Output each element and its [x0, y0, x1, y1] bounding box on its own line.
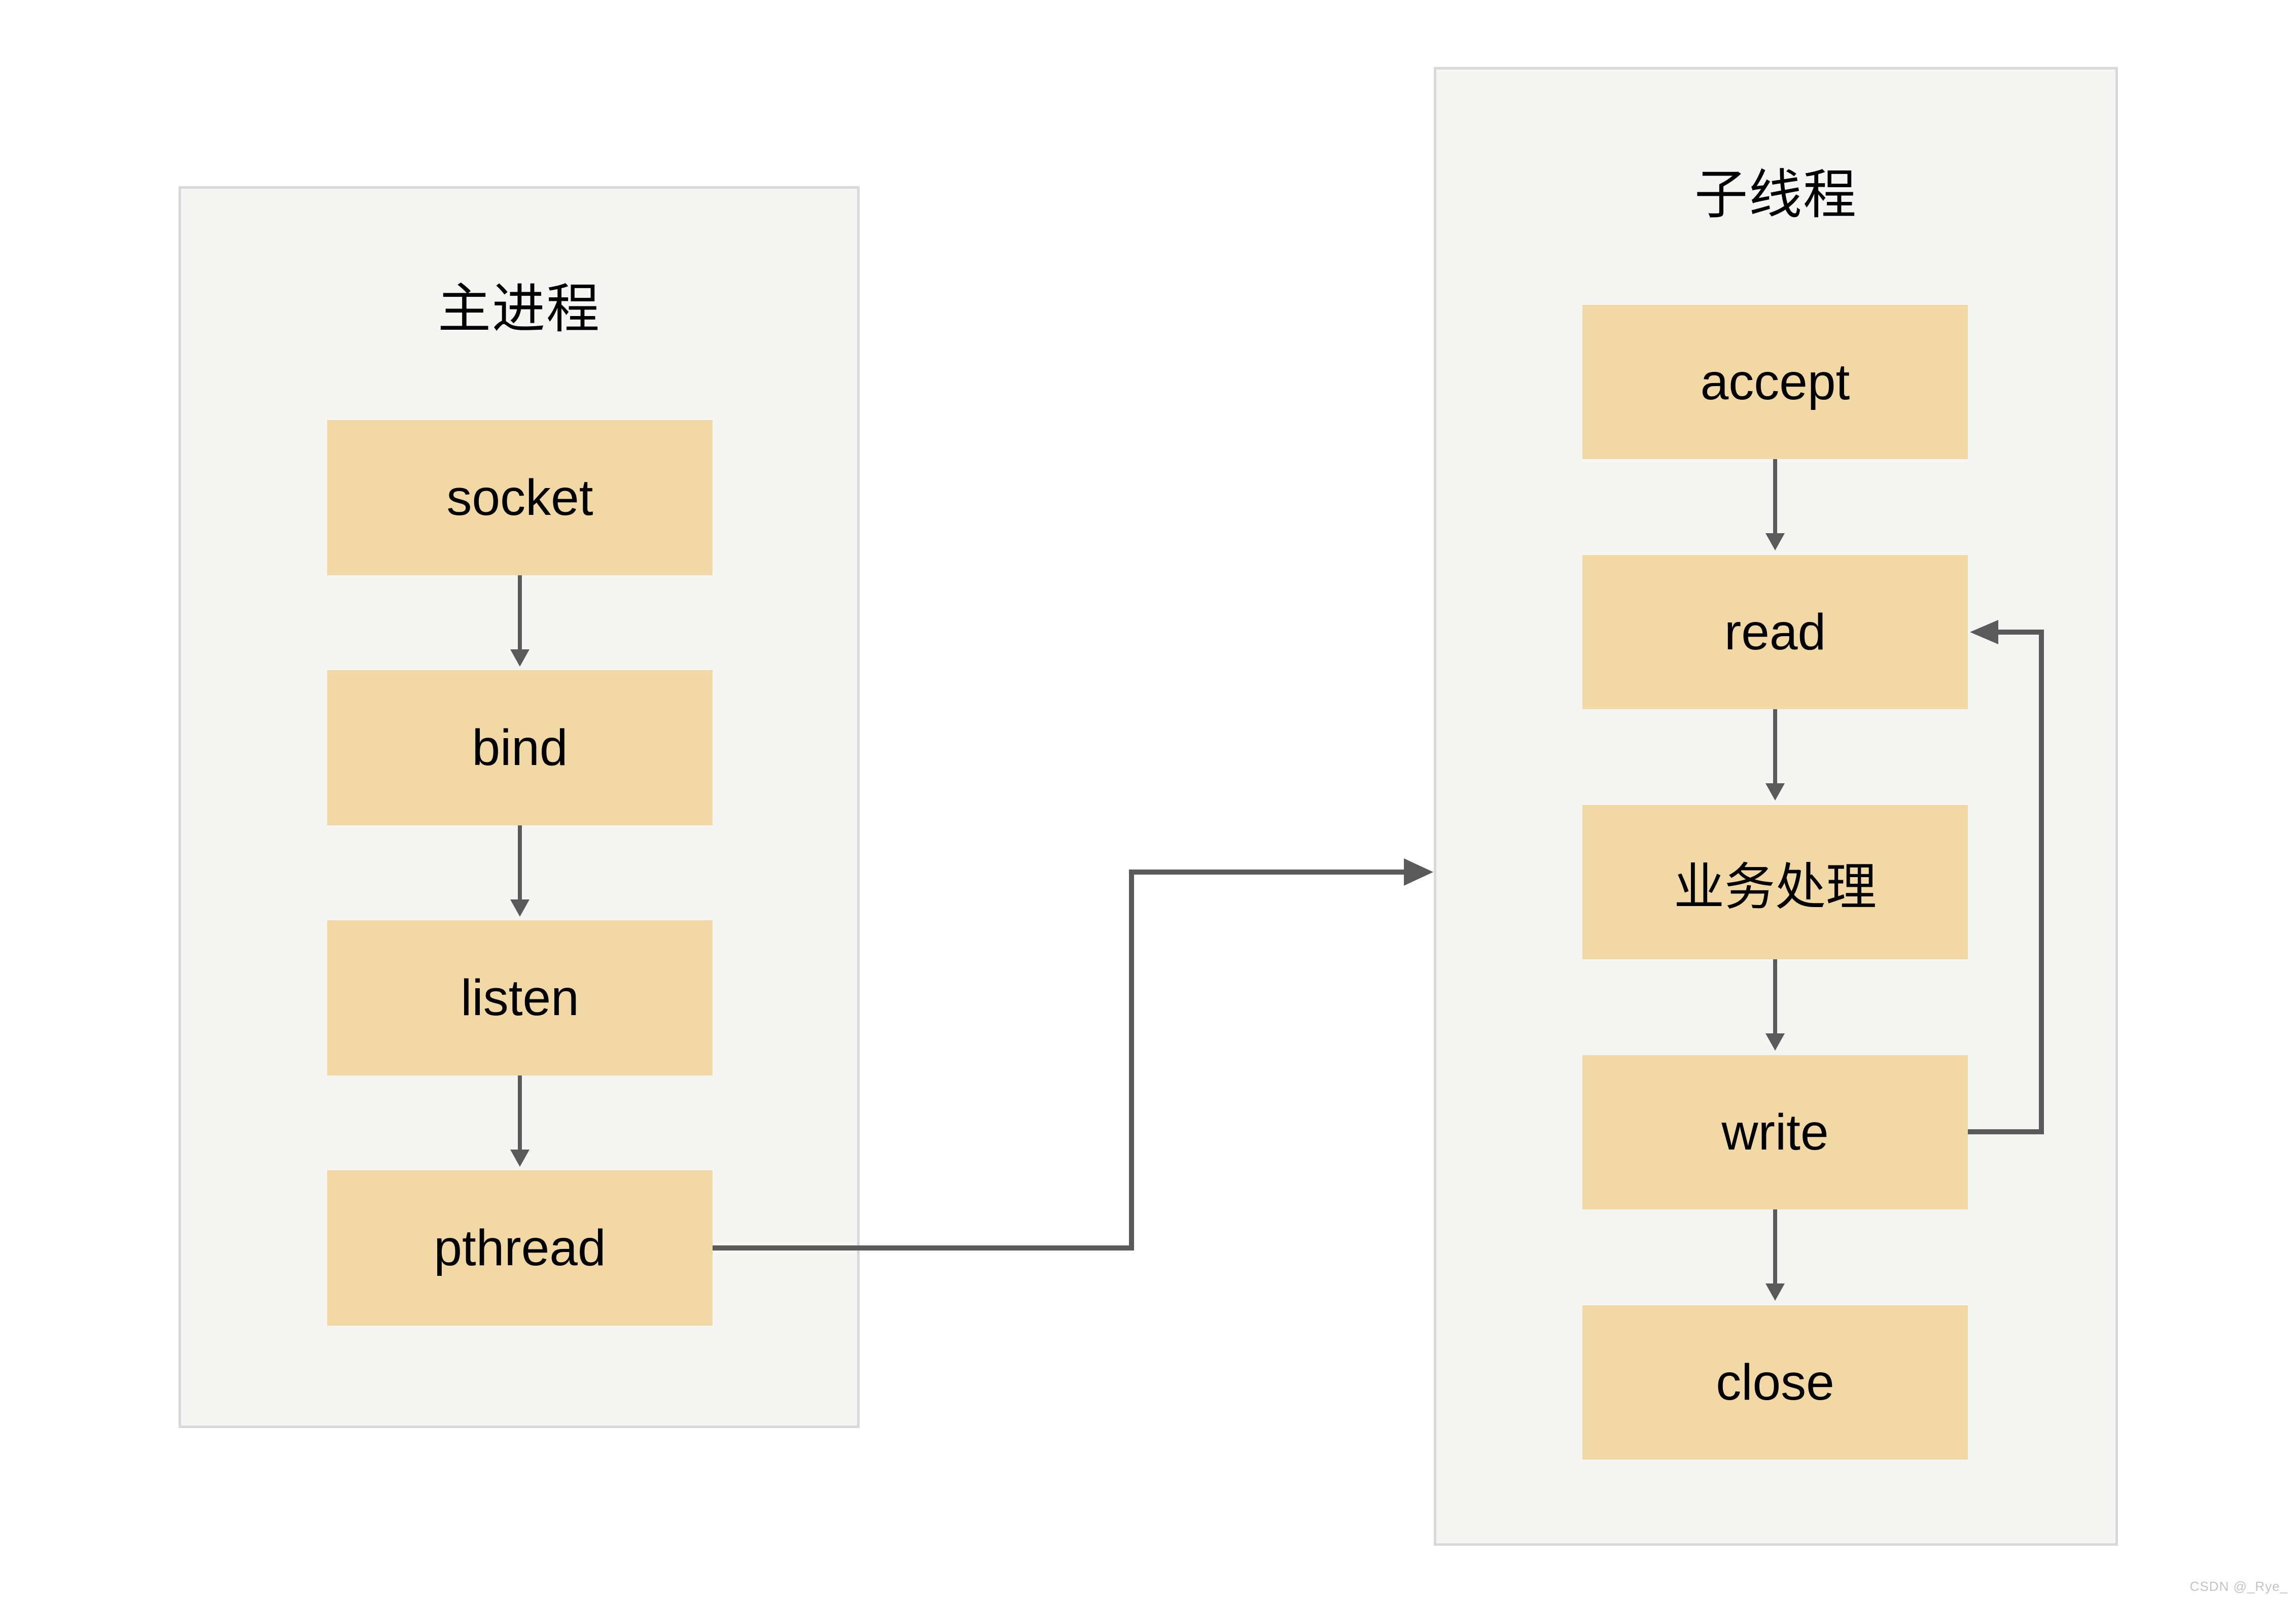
flow-node-close: close [1582, 1305, 1968, 1460]
flow-node-accept: accept [1582, 305, 1968, 459]
connector-pthread-to-child-panel-head [1404, 858, 1433, 886]
flow-node-pthread: pthread [327, 1170, 713, 1326]
main-process-title: 主进程 [437, 280, 601, 339]
watermark-text: CSDN @_Rye_ [2189, 1579, 2288, 1594]
child-thread-title: 子线程 [1694, 165, 1857, 225]
flow-node-business-handling: 业务处理 [1582, 805, 1968, 959]
flow-node-bind: bind [327, 670, 713, 825]
flow-node-listen: listen [327, 920, 713, 1075]
flow-node-read: read [1582, 555, 1968, 709]
flow-node-socket: socket [327, 420, 713, 575]
flow-node-write: write [1582, 1055, 1968, 1209]
